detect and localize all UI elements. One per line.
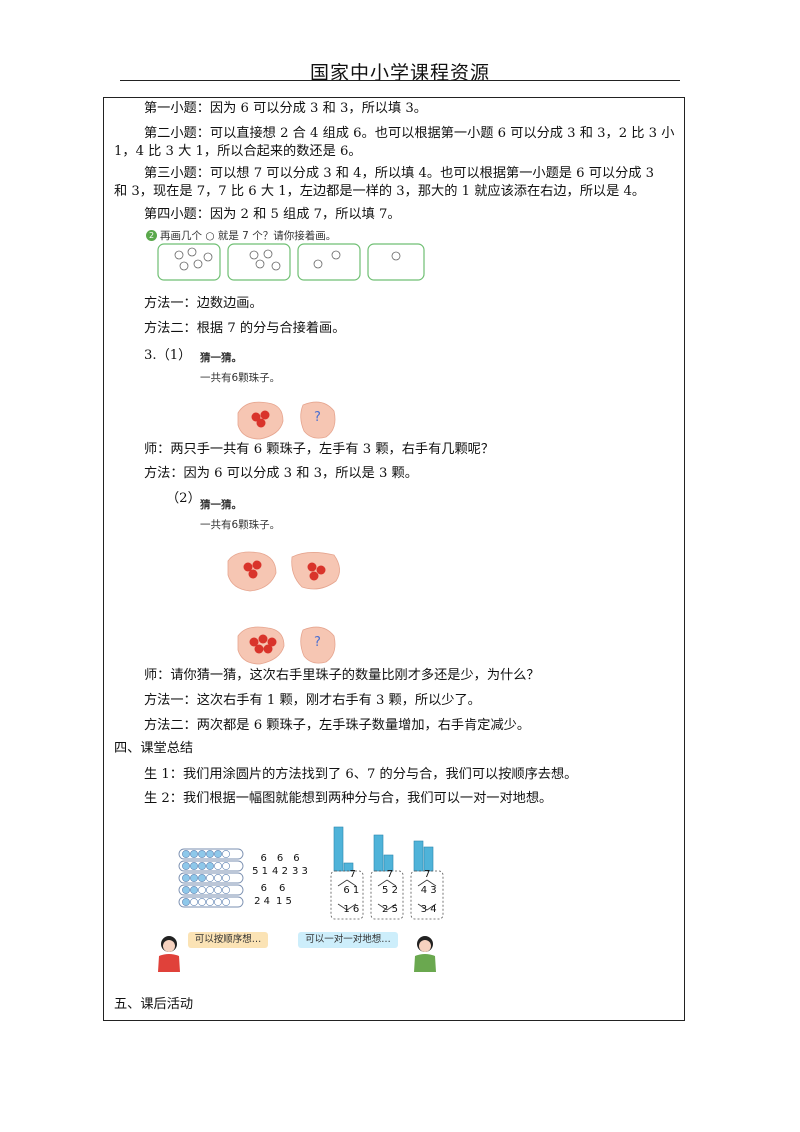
section3-number: 3.（1）	[144, 348, 192, 363]
question-mark-2: ?	[314, 635, 321, 650]
q1-text: 第一小题：因为 6 可以分成 3 和 3，所以填 3。	[144, 101, 427, 116]
header-rule	[120, 80, 680, 81]
section3-number-2: （2）	[166, 491, 201, 506]
guess-title: 猜一猜。	[200, 352, 242, 364]
guess-title-2: 猜一猜。	[200, 499, 242, 511]
student2-text: 生 2：我们根据一幅图就能想到两种分与合，我们可以一对一对地想。	[144, 791, 553, 806]
six-top-4: 6	[260, 883, 267, 894]
speech-bubble-right: 可以一对一对地想…	[298, 932, 398, 948]
six-split-group: 6 6 6 5 1 4 2 3 3 6 6 2 4 1 5	[250, 853, 310, 907]
q2-text-line1: 第二小题：可以直接想 2 合 4 组成 6。也可以根据第一小题 6 可以分成 3…	[144, 126, 675, 141]
bead-rows-figure	[178, 848, 244, 908]
method-a2: 方法二：根据 7 的分与合接着画。	[144, 321, 346, 336]
seven-pair-2: 5 2	[382, 885, 398, 896]
hands-figure-1: ?	[237, 401, 336, 440]
seven-pair-6: 3 4	[420, 904, 437, 915]
six-pair-3: 3 3	[291, 866, 308, 877]
section4-heading: 四、课堂总结	[114, 741, 194, 756]
six-top-5: 6	[279, 883, 286, 894]
method-c1: 方法一：这次右手有 1 颗，刚才右手有 3 颗，所以少了。	[144, 693, 481, 708]
q4-text: 第四小题：因为 2 和 5 组成 7，所以填 7。	[144, 207, 401, 222]
hands-figure-3: ?	[237, 626, 336, 665]
seven-top-1: 7	[349, 869, 356, 880]
question-mark-1: ?	[314, 410, 321, 425]
total-beads-label-2: 一共有6颗珠子。	[200, 519, 281, 531]
girl-figure-icon	[158, 936, 180, 972]
six-top-2: 6	[276, 853, 284, 864]
six-pair-5: 1 5	[276, 896, 292, 907]
teacher-question-2: 师：请你猜一猜，这次右手里珠子的数量比刚才多还是少，为什么？	[144, 668, 540, 683]
section5-heading: 五、课后活动	[114, 997, 194, 1012]
content-frame	[103, 97, 685, 1021]
six-top-3: 6	[293, 853, 300, 864]
method-a1: 方法一：边数边画。	[144, 296, 263, 311]
total-beads-label: 一共有6颗珠子。	[200, 372, 281, 384]
seven-pair-3: 4 3	[420, 885, 437, 896]
seven-pair-1: 6 1	[343, 885, 360, 896]
teacher-question-1: 师：两只手一共有 6 颗珠子，左手有 3 颗，右手有几颗呢？	[144, 442, 495, 457]
seven-pair-4: 1 6	[343, 904, 360, 915]
page-header-title: 国家中小学课程资源	[309, 62, 490, 84]
cube-towers-figure	[333, 826, 434, 872]
six-pair-1: 5 1	[252, 866, 269, 877]
speech-bubble-left: 可以按顺序想…	[188, 932, 268, 948]
six-pair-4: 2 4	[254, 896, 270, 907]
seven-pair-5: 2 5	[382, 904, 398, 915]
q3-text-line1: 第三小题：可以想 7 可以分成 3 和 4，所以填 4。也可以根据第一小题是 6…	[144, 166, 655, 181]
six-top-1: 6	[260, 853, 267, 864]
circle-frames-figure	[157, 243, 425, 281]
six-pair-2: 4 2	[272, 866, 288, 877]
seven-trees-figure	[330, 870, 444, 920]
number-badge: 2	[146, 230, 157, 241]
method-b: 方法：因为 6 可以分成 3 和 3，所以是 3 颗。	[144, 466, 418, 481]
seven-tree-labels: 7 7 7 6 1 5 2 4 3 1 6 2 5 3 4	[330, 869, 450, 915]
seven-top-2: 7	[386, 869, 394, 880]
method-c2: 方法二：两次都是 6 颗珠子，左手珠子数量增加，右手肯定减少。	[144, 718, 531, 733]
student1-text: 生 1：我们用涂圆片的方法找到了 6、7 的分与合，我们可以按顺序去想。	[144, 767, 578, 782]
draw-prompt-text: 再画几个 ○ 就是 7 个？请你接着画。	[160, 230, 337, 242]
q2-text-line2: 1，4 比 3 大 1，所以合起来的数还是 6。	[114, 144, 362, 159]
q3-text-line2: 和 3，现在是 7，7 比 6 大 1，左边都是一样的 3，那大的 1 就应该添…	[114, 184, 646, 199]
hands-figure-2	[227, 551, 340, 592]
boy-figure-icon	[414, 936, 436, 972]
seven-top-3: 7	[424, 869, 431, 880]
